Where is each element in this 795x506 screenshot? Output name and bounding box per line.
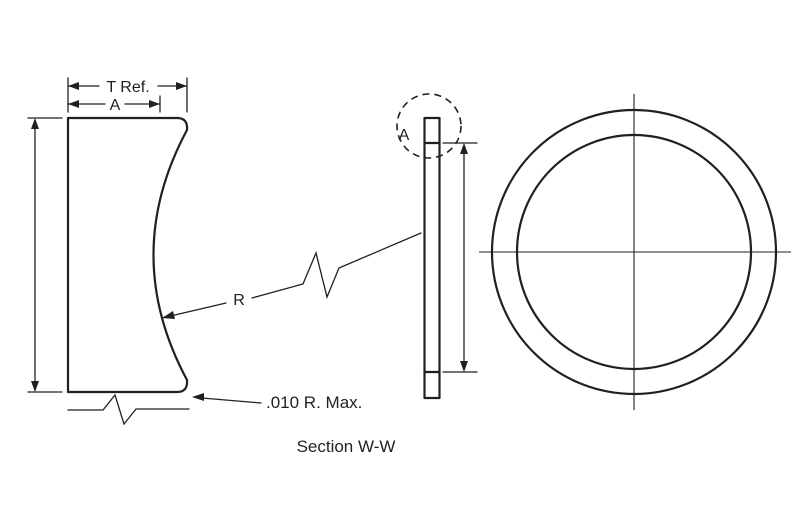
edge-view: A (396, 93, 478, 400)
radius-leader: R (161, 232, 422, 319)
cross-section-view: T Ref. A R (27, 77, 422, 456)
arrowhead (149, 100, 160, 108)
arrowhead (68, 100, 79, 108)
corner-radius-text: .010 R. Max. (266, 393, 362, 412)
arrowhead (192, 393, 204, 401)
leader-break-line (251, 232, 422, 300)
leader-line (161, 302, 227, 319)
break-line (67, 393, 190, 426)
t-ref-label: T Ref. (106, 79, 149, 96)
cross-section-outline (66, 116, 189, 394)
arrowhead (31, 381, 39, 392)
t-ref-dimension: T Ref. (67, 79, 188, 96)
arrowhead (460, 361, 468, 372)
arrowhead (460, 143, 468, 154)
detail-callout-label: A (399, 127, 410, 144)
section-caption: Section W-W (297, 437, 396, 456)
edge-view-outline (423, 116, 441, 400)
arrowhead (176, 82, 187, 90)
arrowhead (68, 82, 79, 90)
arrowhead (31, 118, 39, 129)
a-dim-label: A (110, 97, 121, 114)
front-view (479, 94, 791, 410)
radius-label: R (233, 292, 245, 309)
a-dimension: A (67, 97, 161, 114)
edge-height-dimension (442, 142, 478, 373)
height-dimension (27, 117, 63, 393)
detail-circle (396, 93, 462, 159)
corner-radius-note: .010 R. Max. (192, 393, 362, 412)
leader-line (201, 397, 262, 404)
